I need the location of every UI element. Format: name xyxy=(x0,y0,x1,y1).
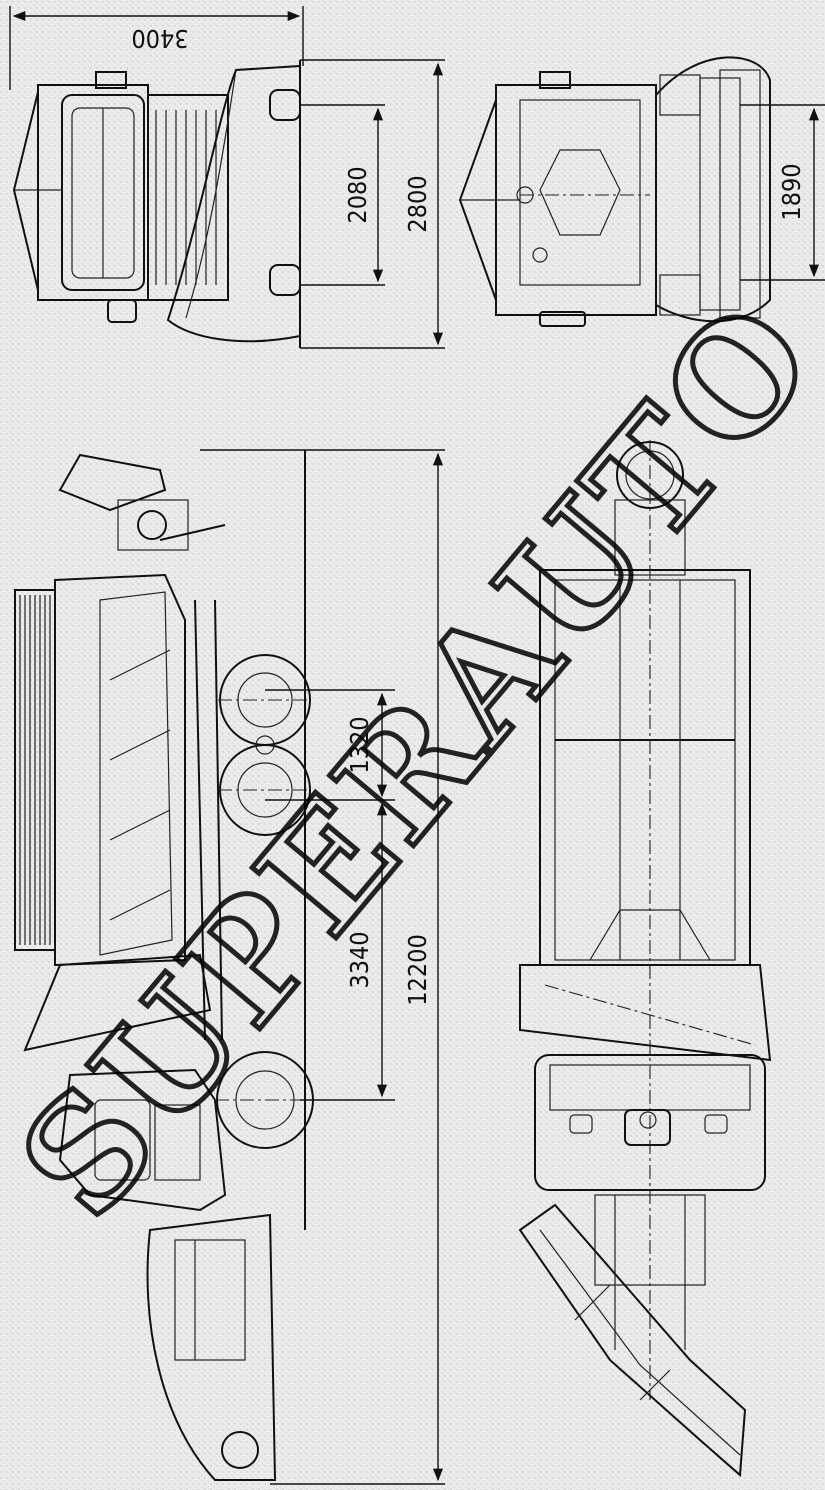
dim-label-12200: 12200 xyxy=(403,934,432,1006)
dim-front-track: 2080 xyxy=(300,104,385,286)
rear-view xyxy=(458,56,771,327)
dim-label-1890: 1890 xyxy=(777,163,806,220)
dim-label-1320: 1320 xyxy=(345,716,374,773)
dim-rear-track: 1890 xyxy=(740,104,825,281)
side-view xyxy=(14,450,314,1481)
top-view xyxy=(518,440,772,1478)
dim-label-2080: 2080 xyxy=(343,166,372,223)
front-view xyxy=(12,60,301,348)
dim-front-height: 2800 xyxy=(300,59,445,349)
dim-wheelbase-rear: 1320 xyxy=(265,689,395,801)
dim-overall-width: 3400 xyxy=(9,6,304,90)
dim-wheelbase-front: 3340 xyxy=(300,802,395,1101)
dim-label-3340: 3340 xyxy=(345,931,374,988)
dim-overall-length: 12200 xyxy=(200,449,445,1485)
dim-label-2800: 2800 xyxy=(403,175,432,232)
dim-label-3400: 3400 xyxy=(131,24,188,53)
